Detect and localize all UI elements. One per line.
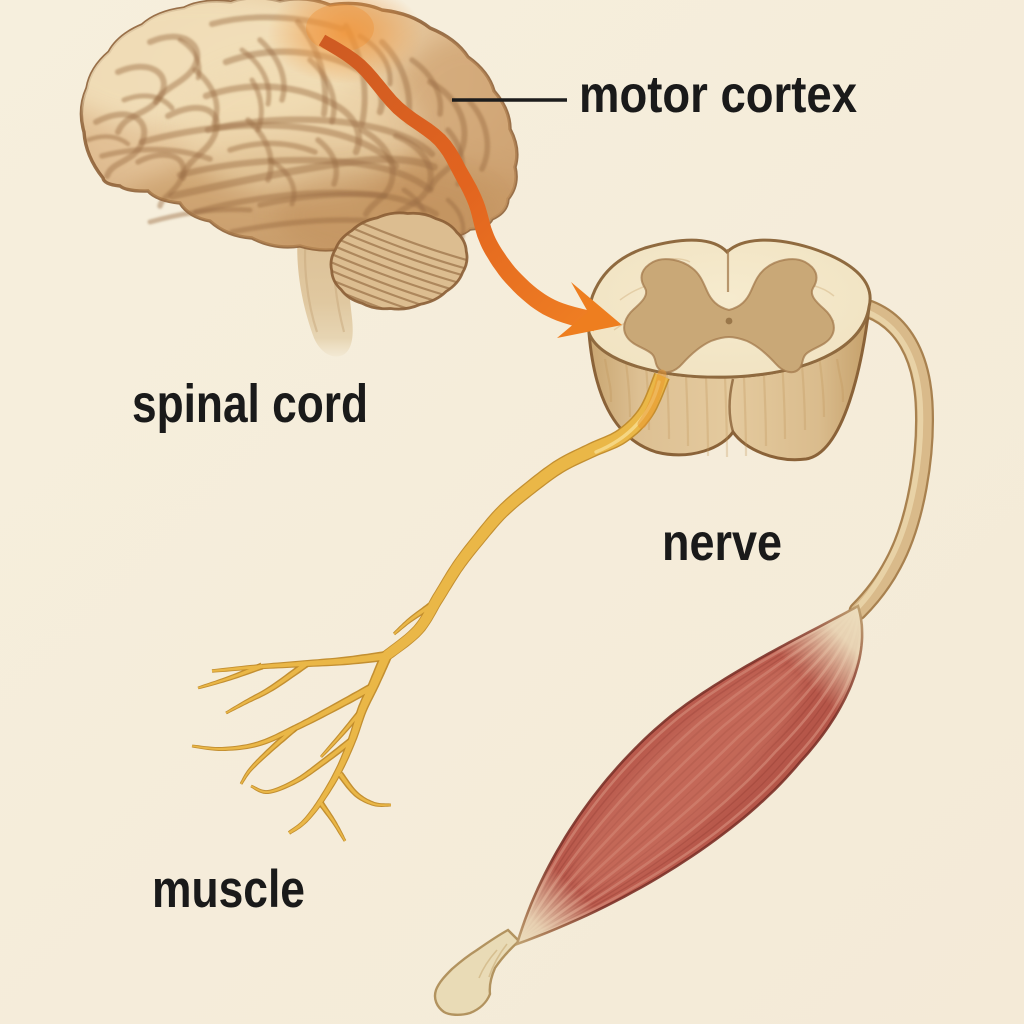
svg-text:muscle: muscle xyxy=(152,860,305,919)
svg-text:motor cortex: motor cortex xyxy=(579,66,857,124)
svg-text:nerve: nerve xyxy=(662,514,782,572)
svg-text:spinal cord: spinal cord xyxy=(132,374,368,434)
